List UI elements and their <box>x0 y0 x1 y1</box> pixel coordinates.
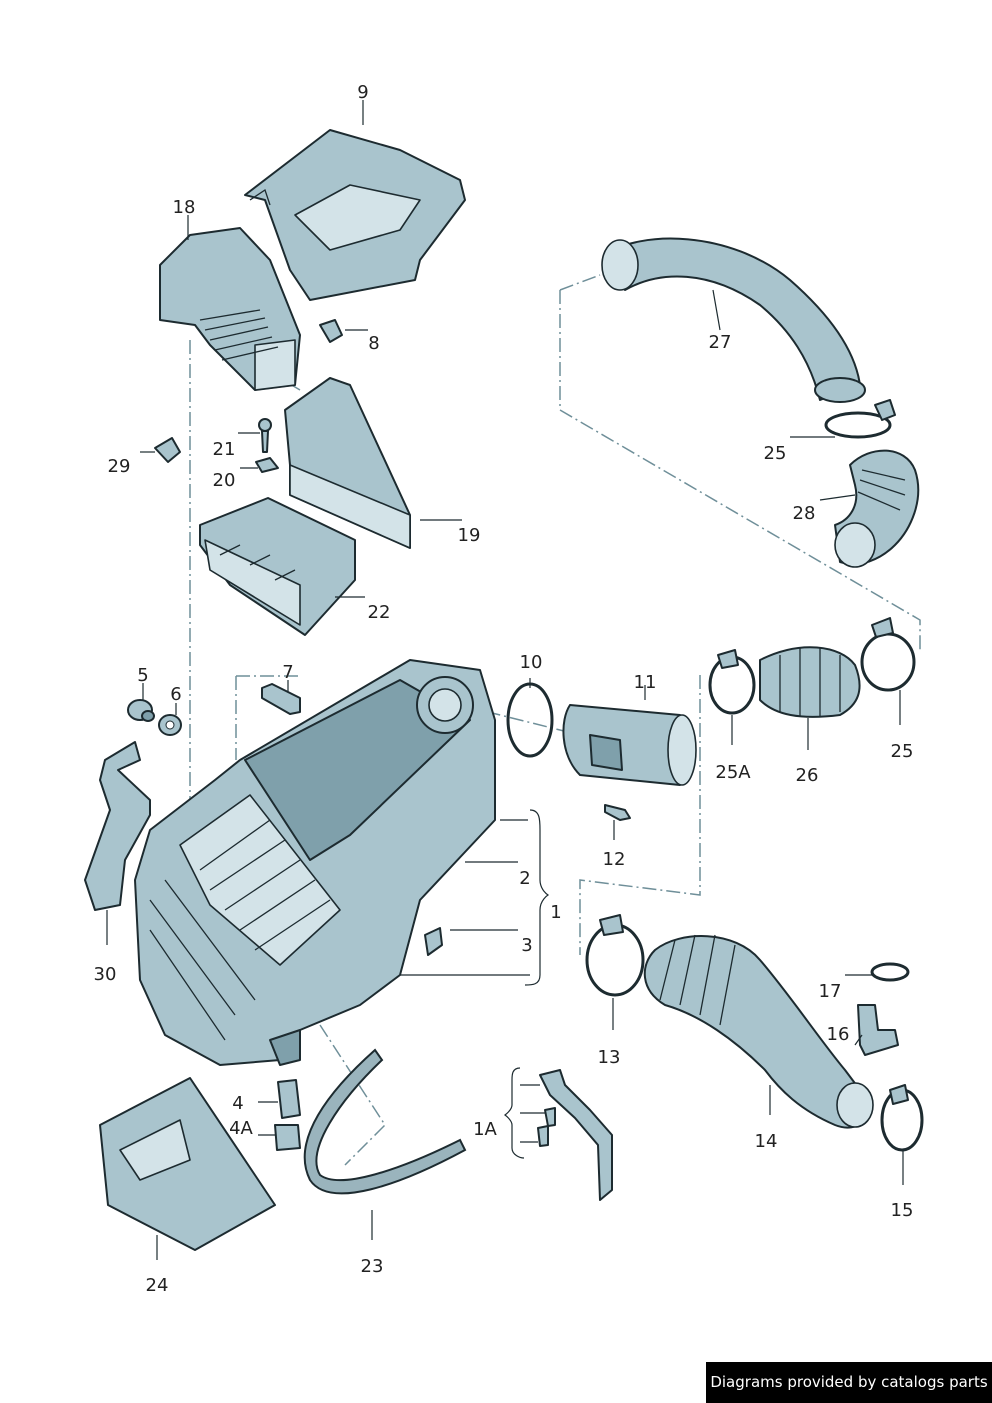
part-13-clamp <box>585 914 645 997</box>
part-27-hose <box>601 237 866 403</box>
label-12: 12 <box>603 849 626 870</box>
part-24-guide-plate <box>99 1077 276 1251</box>
label-10: 10 <box>520 652 543 673</box>
label-22: 22 <box>368 602 391 623</box>
label-3: 3 <box>521 935 532 956</box>
part-11-maf-sensor <box>562 704 697 786</box>
part-6-washer <box>158 714 182 736</box>
label-26: 26 <box>796 765 819 786</box>
part-15-clamp <box>880 1084 924 1152</box>
label-9: 9 <box>357 82 368 103</box>
part-10-o-ring <box>506 682 554 758</box>
label-19: 19 <box>458 525 481 546</box>
label-24: 24 <box>146 1275 169 1296</box>
part-3-clip <box>424 927 443 956</box>
label-2: 2 <box>519 868 530 889</box>
part-25-clamp-right <box>860 617 916 692</box>
label-6: 6 <box>170 684 181 705</box>
label-21: 21 <box>213 439 236 460</box>
part-20-nut <box>255 457 279 473</box>
part-21-screw <box>258 418 272 453</box>
label-17: 17 <box>819 981 842 1002</box>
part-25a-clamp <box>708 649 756 715</box>
label-5: 5 <box>137 665 148 686</box>
part-7-bolt <box>261 683 301 715</box>
part-28-elbow <box>834 449 920 568</box>
part-16-connector <box>857 1004 899 1056</box>
label-4a: 4A <box>229 1118 253 1139</box>
part-30-bracket <box>84 741 151 911</box>
leader-lines <box>106 100 904 1260</box>
part-19-air-guide <box>284 377 411 549</box>
part-number-labels: 9 18 8 27 21 29 20 25 28 19 22 7 5 6 10 … <box>94 82 914 1296</box>
part-25-clamp-top <box>824 399 896 439</box>
label-23: 23 <box>361 1256 384 1277</box>
part-12-screw <box>604 804 631 821</box>
label-20: 20 <box>213 470 236 491</box>
label-30: 30 <box>94 964 117 985</box>
label-18: 18 <box>173 197 196 218</box>
part-1a-pipe <box>537 1069 613 1201</box>
part-22-air-guide-lower <box>199 497 356 636</box>
label-4: 4 <box>232 1093 243 1114</box>
label-13: 13 <box>598 1047 621 1068</box>
label-27: 27 <box>709 332 732 353</box>
part-5-grommet <box>127 699 155 722</box>
label-25a: 25A <box>715 762 751 783</box>
label-28: 28 <box>793 503 816 524</box>
label-29: 29 <box>108 456 131 477</box>
label-11: 11 <box>634 672 657 693</box>
label-14: 14 <box>755 1131 778 1152</box>
label-8: 8 <box>368 333 379 354</box>
part-26-bellows <box>759 646 861 718</box>
label-16: 16 <box>827 1024 850 1045</box>
part-9-engine-cover <box>244 129 466 301</box>
part-4a-rubber-mount <box>274 1124 301 1151</box>
label-1: 1 <box>550 902 561 923</box>
part-29-clip <box>154 437 181 463</box>
label-25-right: 25 <box>891 741 914 762</box>
label-25-top: 25 <box>764 443 787 464</box>
watermark-banner: Diagrams provided by catalogs parts <box>706 1362 992 1403</box>
label-7: 7 <box>282 662 293 683</box>
label-15: 15 <box>891 1200 914 1221</box>
label-1a: 1A <box>473 1119 497 1140</box>
part-8-clip <box>319 319 343 343</box>
part-14-intake-hose <box>643 934 874 1129</box>
part-23-seal-strip <box>303 1048 467 1195</box>
part-1-air-filter-housing <box>134 659 496 1066</box>
part-18-intake-duct <box>159 227 301 391</box>
part-4-rubber-mount <box>277 1079 301 1119</box>
part-17-clamp <box>870 962 910 982</box>
